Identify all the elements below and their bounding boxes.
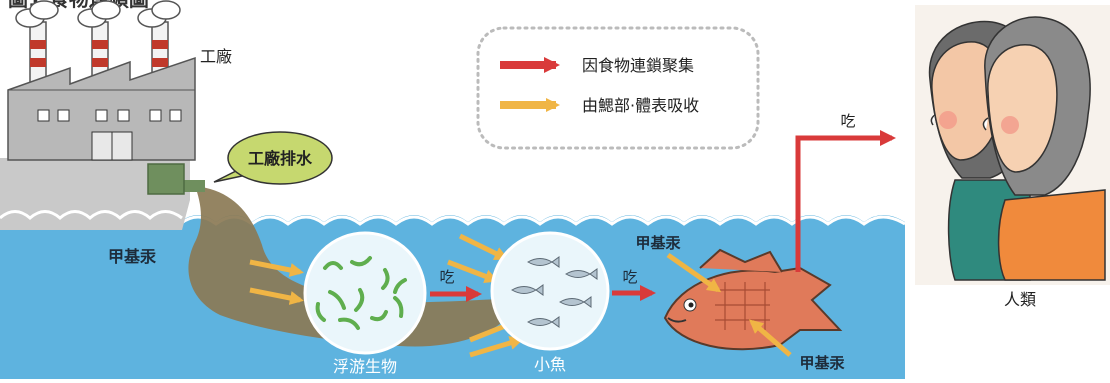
wastewater-plume [147,163,520,347]
figure-title: 圖1 食物連鎖圖 [8,0,149,11]
wastewater-label: 工廠排水 [248,149,313,168]
wastewater-bubble [213,131,333,185]
methylmercury-fish-bottom-label: 甲基汞 [799,354,845,372]
eat-label-3: 吃 [840,112,855,130]
factory-label: 工廠 [200,47,232,66]
factory-ground [0,158,190,230]
methylmercury-fish-top-label: 甲基汞 [635,234,681,252]
methylmercury-water-label: 甲基汞 [108,247,157,266]
legend-box [476,26,760,150]
absorb-arrows-big-fish [666,252,792,357]
legend-food-chain-label: 因食物連鎖聚集 [582,56,694,75]
factory-icon [7,0,196,161]
humans-icon [915,5,1110,285]
eat-arrow-3 [795,130,896,272]
eat-label-1: 吃 [439,268,454,286]
humans-label: 人類 [1004,290,1036,309]
eat-label-2: 吃 [622,268,637,286]
small-fish-label: 小魚 [534,355,566,374]
absorb-arrows-plankton [249,259,304,305]
plankton-label: 浮游生物 [333,357,397,376]
legend-absorb-label: 由鰓部·體表吸收 [582,96,699,115]
absorb-arrows-small-fish [447,233,524,358]
small-fish-icon [490,231,610,351]
plankton-icon [303,231,427,355]
